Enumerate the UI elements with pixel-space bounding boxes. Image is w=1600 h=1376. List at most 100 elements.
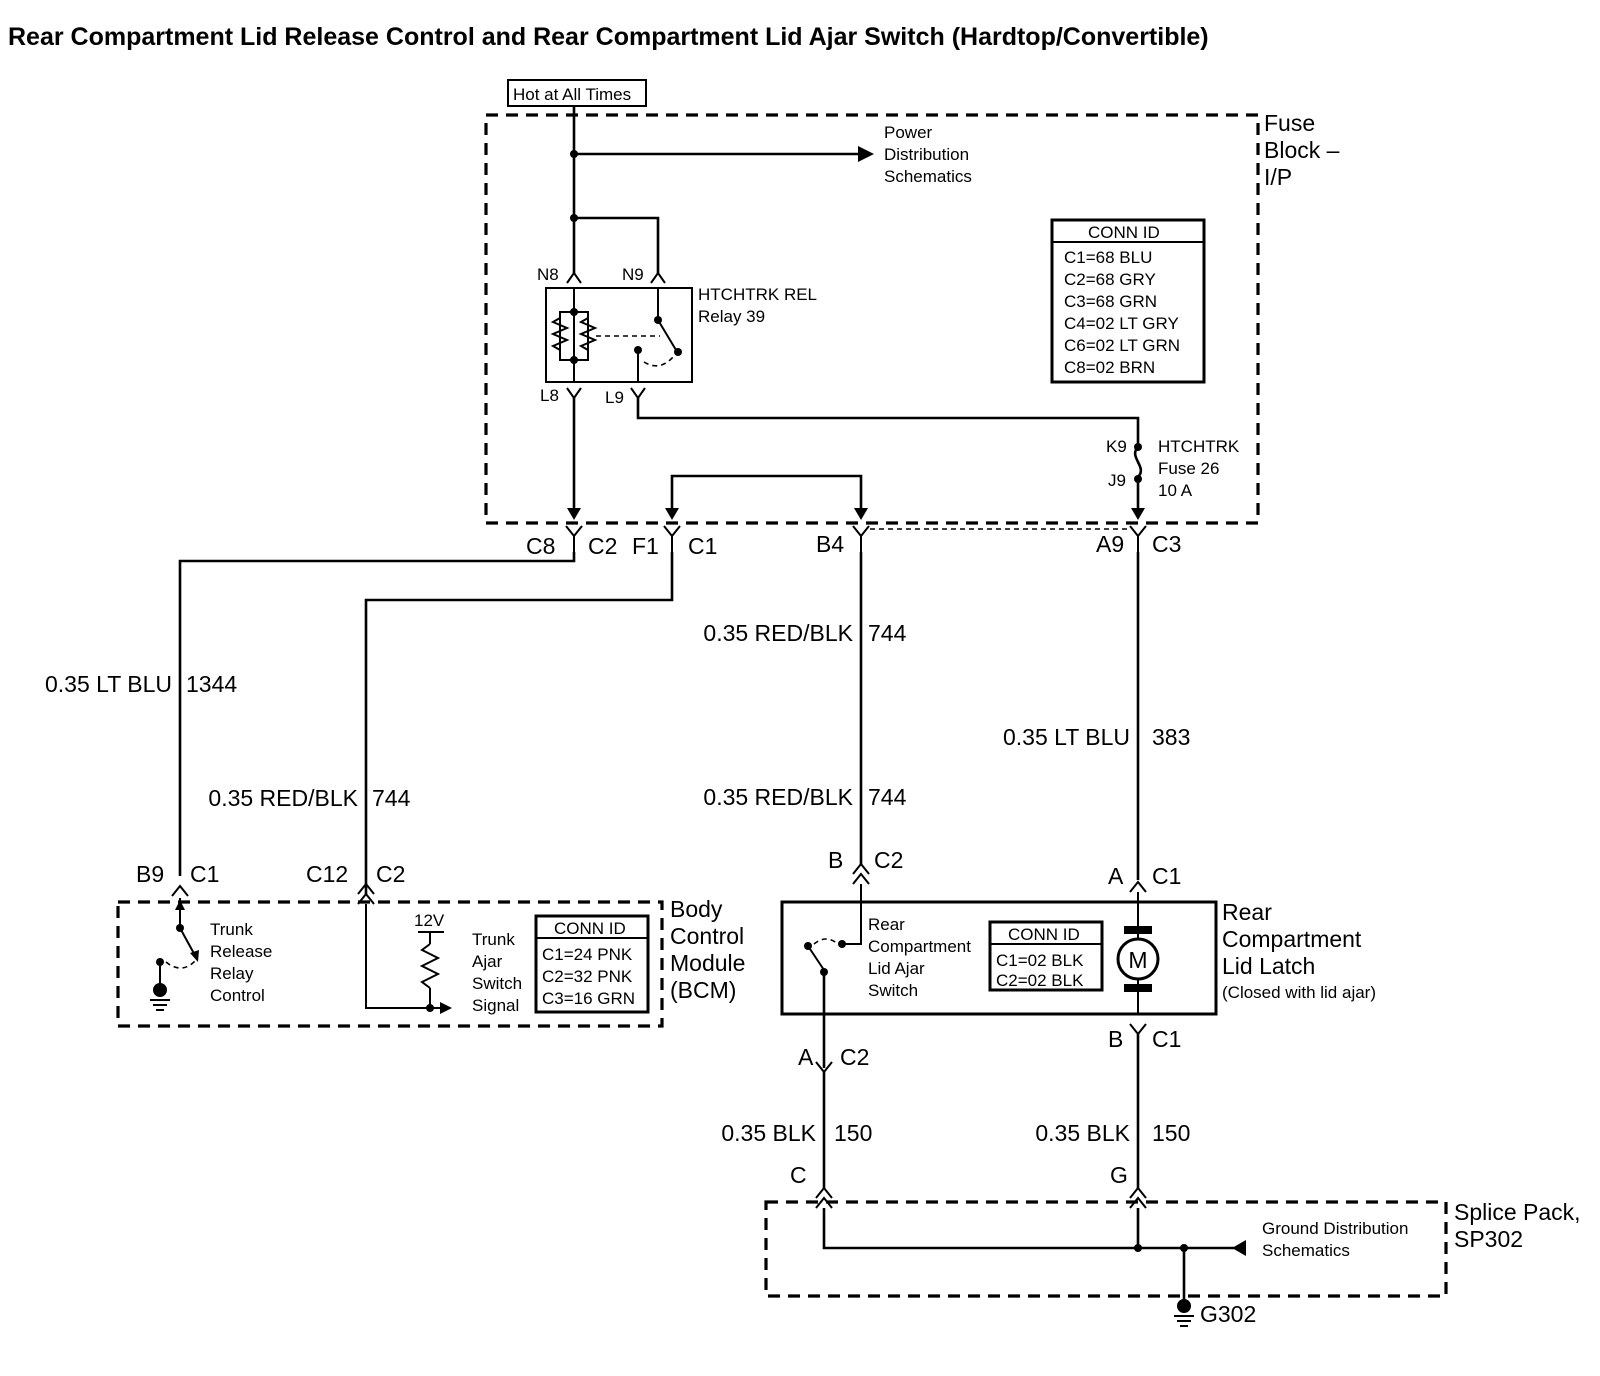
fuse-block-outline [484, 113, 1260, 525]
latch-note: (Closed with lid ajar) [1222, 983, 1376, 1002]
arrow-icon [858, 146, 874, 162]
conn-c1: C1 [688, 533, 717, 559]
connector-b4-icon [852, 525, 870, 552]
pin-l9: L9 [605, 388, 624, 407]
fuse-conn-id-title: CONN ID [1088, 223, 1160, 242]
relay-control-2: Release [210, 942, 272, 961]
conn-c2: C2 [588, 533, 617, 559]
ajar-signal-1: Trunk [472, 930, 515, 949]
fuse-conn-id-row: C8=02 BRN [1064, 358, 1155, 377]
splice-name-2: SP302 [1454, 1226, 1523, 1252]
latch-name-3: Lid Latch [1222, 953, 1315, 979]
ajar-switch-2: Compartment [868, 937, 971, 956]
wire-744-left-color: 0.35 RED/BLK [208, 785, 358, 811]
pin-a9: A9 [1096, 531, 1124, 557]
motor-symbol: M [1128, 947, 1147, 973]
arrow-icon [1232, 1240, 1246, 1256]
relay-control-1: Trunk [210, 920, 253, 939]
latch-conn-id-row: C2=02 BLK [996, 971, 1084, 990]
arrow-icon [567, 508, 581, 520]
splice-pin-g: G [1110, 1162, 1128, 1188]
latch-conn-c1-bottom: C1 [1152, 1026, 1181, 1052]
relay-coil-icon [550, 317, 570, 351]
lid-ajar-switch-icon [807, 945, 825, 971]
fuse-block-name-1: Fuse [1264, 110, 1315, 136]
fuse-name-2: Fuse 26 [1158, 459, 1219, 478]
splice-name-1: Splice Pack, [1454, 1199, 1581, 1225]
connector-b9-icon [171, 884, 189, 897]
pin-c8: C8 [526, 533, 555, 559]
arrow-icon [854, 508, 868, 520]
arrow-icon [440, 1002, 452, 1014]
latch-conn-id-box [988, 920, 1104, 992]
power-dist-line-1: Power [884, 123, 933, 142]
ground-g302: G302 [1200, 1301, 1256, 1327]
pin-j9: J9 [1108, 471, 1126, 490]
latch-conn-c2-bottom: C2 [840, 1044, 869, 1070]
ajar-switch-4: Switch [868, 981, 918, 1000]
wire-383-color: 0.35 LT BLU [1003, 724, 1130, 750]
latch-pin-b-bottom: B [1108, 1026, 1123, 1052]
bcm-voltage: 12V [414, 911, 445, 930]
latch-name-2: Compartment [1222, 926, 1362, 952]
wire-1344-color: 0.35 LT BLU [45, 671, 172, 697]
wire-1344 [178, 552, 576, 876]
splice-pack-outline [764, 1200, 1448, 1298]
conn-c3: C3 [1152, 531, 1181, 557]
diagram-title: Rear Compartment Lid Release Control and… [8, 23, 1209, 51]
latch-name-1: Rear [1222, 899, 1272, 925]
connector-l8-icon [566, 387, 582, 400]
ground-dist-1: Ground Distribution [1262, 1219, 1408, 1238]
wire-744-mid-top-circuit: 744 [868, 620, 907, 646]
connector-c8-icon [565, 525, 583, 552]
relay-name-2: Relay 39 [698, 307, 765, 326]
pin-n8: N8 [537, 265, 559, 284]
pin-l8: L8 [540, 386, 559, 405]
fuse-conn-id-row: C6=02 LT GRN [1064, 336, 1180, 355]
motor-icon [1116, 937, 1160, 981]
latch-conn-c2-top: C2 [874, 847, 903, 873]
connector-a9-icon [1129, 525, 1147, 552]
pullup-resistor-icon [419, 943, 441, 989]
lid-latch-box [780, 900, 1218, 1016]
bcm-conn-id-row: C3=16 GRN [542, 989, 635, 1008]
fuse-conn-id-row: C1=68 BLU [1064, 248, 1152, 267]
fuse-conn-id-box [1050, 218, 1206, 384]
bcm-conn-id-row: C1=24 PNK [542, 945, 633, 964]
bcm-name-2: Control [670, 923, 744, 949]
fuse-block-name-2: Block – [1264, 137, 1340, 163]
wire-150-right-color: 0.35 BLK [1035, 1120, 1130, 1146]
bcm-conn-c1: C1 [190, 861, 219, 887]
ground-icon [1177, 1299, 1191, 1313]
fuse-block-name-3: I/P [1264, 164, 1292, 190]
pin-b9: B9 [136, 861, 164, 887]
latch-pin-a-bottom: A [798, 1044, 814, 1070]
ajar-switch-3: Lid Ajar [868, 959, 925, 978]
connector-c-icon [815, 1186, 833, 1209]
pin-k9: K9 [1106, 437, 1127, 456]
pin-n9: N9 [622, 265, 644, 284]
wire-383-circuit: 383 [1152, 724, 1190, 750]
bcm-conn-id-title: CONN ID [554, 919, 626, 938]
bcm-name-3: Module [670, 950, 745, 976]
bcm-name-4: (BCM) [670, 977, 736, 1003]
bcm-outline [116, 900, 664, 1028]
wire-744-mid-top-color: 0.35 RED/BLK [703, 620, 853, 646]
ajar-signal-4: Signal [472, 996, 519, 1015]
fuse-conn-id-row: C3=68 GRN [1064, 292, 1157, 311]
power-dist-line-2: Distribution [884, 145, 969, 164]
wire-150-left-color: 0.35 BLK [721, 1120, 816, 1146]
wire-1344-circuit: 1344 [186, 671, 237, 697]
fuse-icon [1133, 446, 1143, 478]
latch-pin-a-top: A [1108, 863, 1124, 889]
ground-icon [153, 983, 167, 997]
wire-150-left-circuit: 150 [834, 1120, 872, 1146]
arrow-icon [1131, 508, 1145, 520]
relay-39-box [545, 287, 693, 383]
bcm-conn-c2: C2 [376, 861, 405, 887]
hot-label-box [507, 79, 647, 107]
fuse-conn-id-row: C2=68 GRY [1064, 270, 1156, 289]
ajar-signal-2: Ajar [472, 952, 503, 971]
relay-name-1: HTCHTRK REL [698, 285, 817, 304]
connector-l9-icon [630, 387, 646, 400]
